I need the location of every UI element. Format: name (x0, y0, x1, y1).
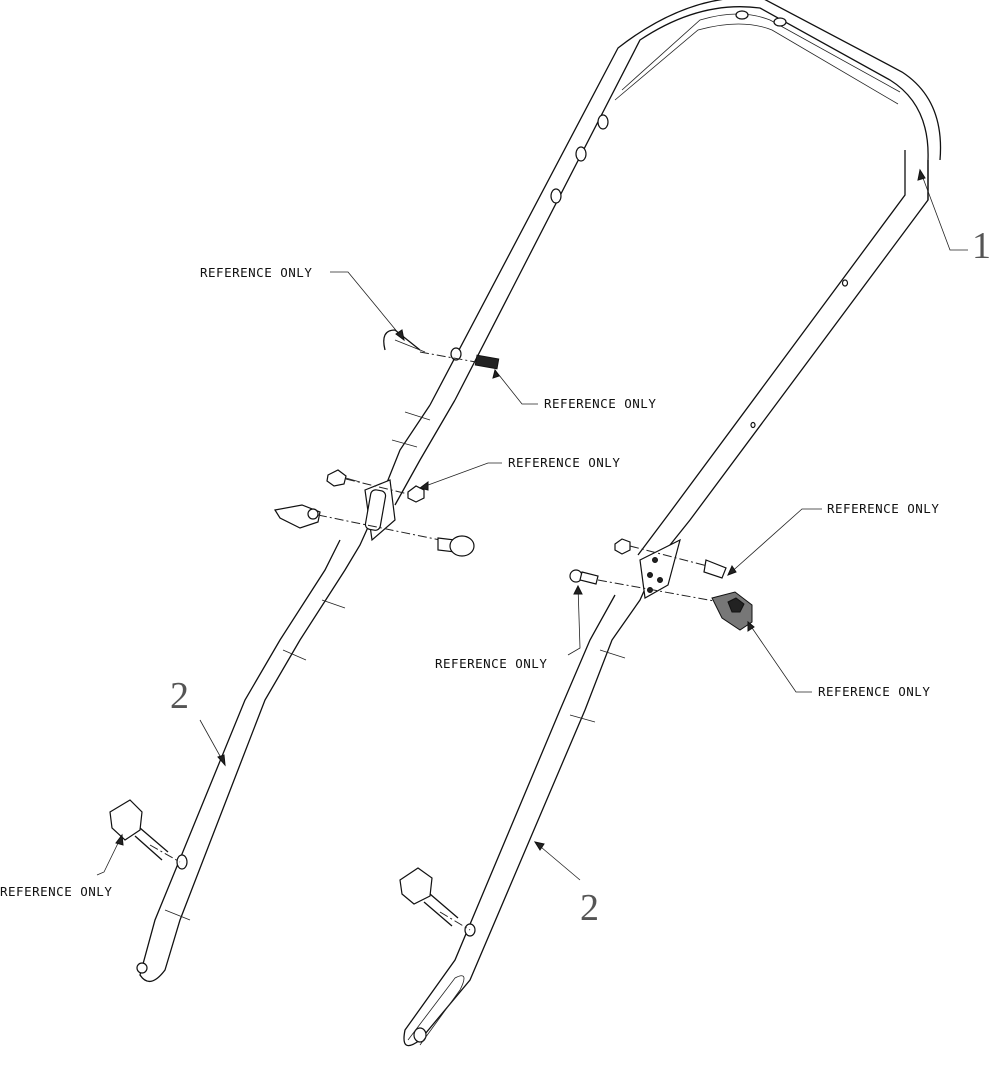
ref-label-knob-bottom-left: REFERENCE ONLY (0, 884, 112, 899)
part-number-2-left: 2 (170, 675, 189, 717)
ref-label-washer-right: REFERENCE ONLY (435, 656, 547, 671)
lower-handle-right (403, 538, 681, 1047)
ref-label-knob-right: REFERENCE ONLY (818, 684, 930, 699)
ref-label-upper-left: REFERENCE ONLY (200, 265, 312, 280)
hardware-bottom (109, 799, 471, 931)
leader-lines (96, 168, 968, 881)
upper-handle (377, 0, 942, 561)
hardware-upper-left (383, 329, 500, 370)
part-number-2-right: 2 (580, 887, 599, 929)
ref-label-clip-right: REFERENCE ONLY (544, 396, 656, 411)
hardware-mid-left (274, 469, 475, 557)
lower-handle-left (136, 479, 396, 982)
hardware-mid-right (569, 538, 753, 631)
ref-label-nut-left: REFERENCE ONLY (508, 455, 620, 470)
ref-label-bolt-right: REFERENCE ONLY (827, 501, 939, 516)
part-number-1: 1 (972, 225, 991, 267)
